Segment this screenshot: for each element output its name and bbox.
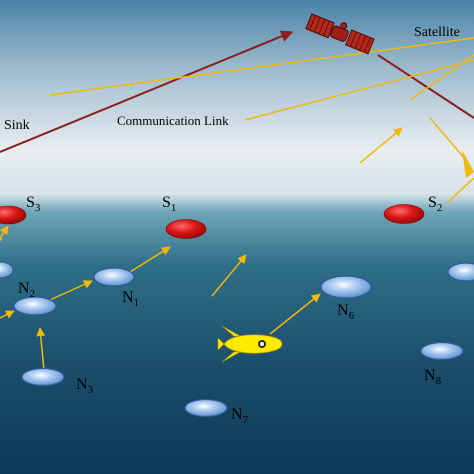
underwater-node-n7	[184, 398, 228, 418]
surface-node-s3	[0, 205, 27, 225]
satellite-downlink	[377, 54, 474, 119]
underwater-node-n2	[13, 296, 57, 316]
sky-background	[0, 0, 474, 200]
satellite-label: Satellite	[414, 25, 460, 40]
sink-to-satellite-link	[0, 30, 294, 153]
drift-arrow	[211, 254, 247, 297]
label-n6: N6	[337, 302, 355, 322]
surface-arrowhead	[462, 150, 474, 178]
auv-icon	[217, 325, 283, 363]
label-n3: N3	[76, 376, 94, 396]
surface-node-s2	[383, 204, 425, 224]
underwater-node-edge-right	[447, 262, 474, 282]
label-n1: N1	[122, 289, 139, 309]
s3-link	[0, 237, 3, 242]
underwater-node-n6	[320, 275, 372, 299]
label-n7: N7	[231, 406, 249, 426]
left-to-n2-link	[0, 310, 15, 319]
auv-to-n6-link	[269, 293, 321, 335]
sink-label: Sink	[4, 118, 30, 133]
label-n8: N8	[424, 367, 442, 387]
uplink-line-2	[244, 59, 474, 121]
s3-link-arrow	[0, 225, 9, 239]
n2-to-n1-link	[49, 280, 93, 301]
n3-to-n2-link	[36, 327, 46, 372]
surface-node-s1	[165, 219, 207, 239]
satellite-icon	[305, 13, 375, 55]
s2-uplink	[447, 177, 474, 203]
label-s3: S3	[26, 194, 41, 214]
n1-to-s1-link	[129, 246, 171, 273]
label-s1: S1	[162, 194, 176, 214]
label-n2: N2	[18, 280, 35, 300]
uplink-line-1	[49, 37, 474, 96]
underwater-node-n3	[21, 367, 65, 387]
uplink-arrow	[359, 127, 403, 164]
communication-link-label: Communication Link	[117, 113, 229, 128]
surface-link-right	[429, 117, 467, 161]
underwater-node-n1	[93, 267, 135, 287]
uplink-line-3	[409, 54, 474, 101]
underwater-node-edge-left	[0, 261, 14, 279]
label-s2: S2	[428, 194, 442, 214]
underwater-node-n8	[420, 341, 464, 361]
